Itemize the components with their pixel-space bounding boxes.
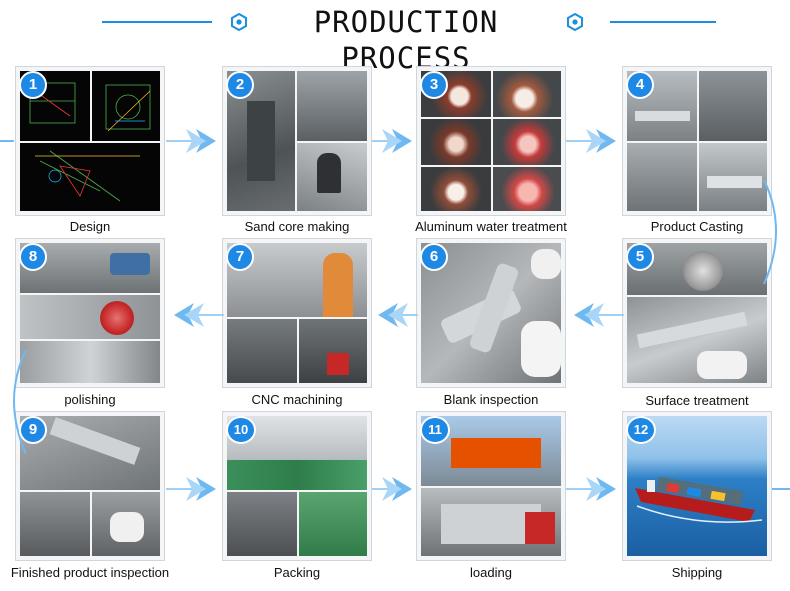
step-polishing: 8 <box>15 238 165 388</box>
step-number-badge: 4 <box>626 71 654 99</box>
arrow-left-icon <box>174 303 224 327</box>
step-number-badge: 6 <box>420 243 448 271</box>
arrow-right-icon <box>372 129 412 153</box>
arrow-right-icon <box>166 477 216 501</box>
step-sand-core-making: 2 <box>222 66 372 216</box>
arrow-right-icon <box>566 129 616 153</box>
step-blank-inspection: 6 <box>416 238 566 388</box>
surface-treatment-photo <box>627 243 767 383</box>
step-number-badge: 5 <box>626 243 654 271</box>
arrow-right-icon <box>0 140 14 142</box>
packing-photo <box>227 416 367 556</box>
step-number-badge: 11 <box>420 416 450 444</box>
step-number-badge: 10 <box>226 416 256 444</box>
arrow-left-icon <box>574 303 624 327</box>
step-label: Shipping <box>671 565 723 580</box>
page-title: PRODUCTION PROCESS <box>313 5 499 75</box>
container-ship-photo <box>627 416 767 556</box>
step-packing: 10 <box>222 411 372 561</box>
title-rule-right <box>610 21 716 23</box>
step-label: Finished product inspection <box>10 565 170 580</box>
step-number-badge: 12 <box>626 416 656 444</box>
step-finished-product-inspection: 9 <box>15 411 165 561</box>
arrow-right-icon <box>566 477 616 501</box>
arrow-right-icon <box>166 129 216 153</box>
step-loading: 11 <box>416 411 566 561</box>
curve-connector <box>763 180 777 285</box>
step-label: CNC machining <box>251 392 343 407</box>
step-product-casting: 4 <box>622 66 772 216</box>
step-aluminum-water-treatment: 3 <box>416 66 566 216</box>
step-label: Blank inspection <box>443 392 539 407</box>
step-label: Aluminum water treatment <box>415 219 567 234</box>
step-number-badge: 1 <box>19 71 47 99</box>
arrow-right-icon <box>372 477 412 501</box>
arrow-left-icon <box>378 303 418 327</box>
step-design: 1 <box>15 66 165 216</box>
step-label: Sand core making <box>244 219 350 234</box>
header: PRODUCTION PROCESS <box>0 0 790 75</box>
step-number-badge: 8 <box>19 243 47 271</box>
design-cad-drawing-image <box>20 71 160 211</box>
step-shipping: 12 <box>622 411 772 561</box>
step-label: Surface treatment <box>645 393 749 408</box>
hexagon-icon <box>231 13 247 31</box>
step-label: Design <box>69 219 111 234</box>
step-label: loading <box>470 565 512 580</box>
hexagon-icon <box>567 13 583 31</box>
step-label: Product Casting <box>650 219 744 234</box>
molten-aluminum-photo <box>421 71 561 211</box>
step-number-badge: 9 <box>19 416 47 444</box>
arrow-line <box>772 488 790 490</box>
step-cnc-machining: 7 <box>222 238 372 388</box>
step-number-badge: 7 <box>226 243 254 271</box>
step-label: Packing <box>273 565 321 580</box>
step-surface-treatment: 5 <box>622 238 772 388</box>
step-label: polishing <box>64 392 116 407</box>
curve-connector <box>13 350 27 455</box>
title-rule-left <box>102 21 212 23</box>
step-number-badge: 2 <box>226 71 254 99</box>
finished-inspection-photo <box>20 416 160 556</box>
step-number-badge: 3 <box>420 71 448 99</box>
